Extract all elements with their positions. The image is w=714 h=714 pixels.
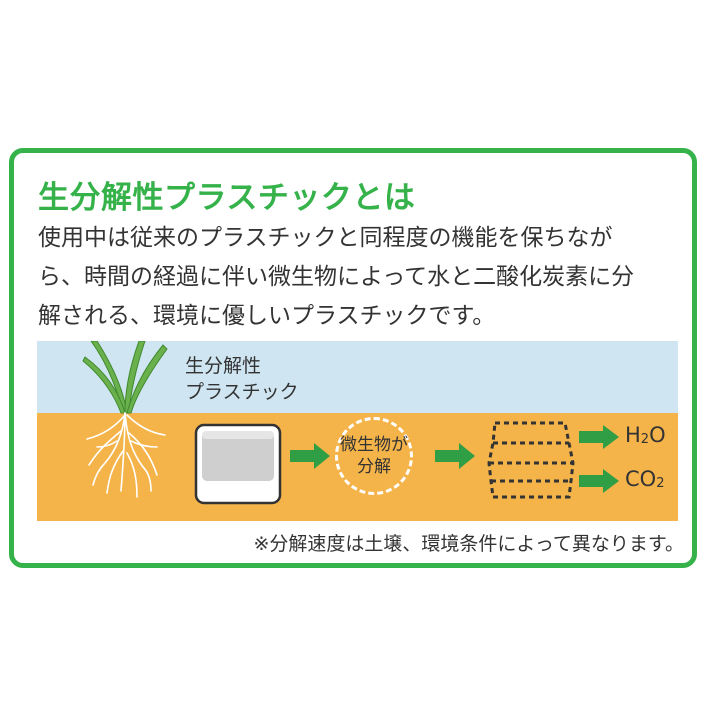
microbe-circle: 微生物が 分解 [335,417,413,495]
arrow-right-icon [290,443,330,469]
decomposed-block-icon [487,421,575,499]
arrow-right-icon [435,443,475,469]
footnote: ※分解速度は土壌、環境条件によって異なります。 [253,533,684,555]
plastic-block-icon [194,423,282,505]
card-title: 生分解性プラスチックとは [38,180,416,216]
co2-label: CO2 [625,467,664,491]
description-line: ら、時間の経過に伴い微生物によって水と二酸化炭素に分 [38,264,635,290]
material-label-line: プラスチック [185,381,299,403]
water-label: H2O [625,423,666,447]
microbe-label-line: 分解 [357,457,391,477]
formula-subscript: 2 [640,432,650,447]
material-label: 生分解性 プラスチック [185,353,299,405]
formula-tail: O [649,423,666,447]
arrow-right-icon [579,469,619,493]
degradation-diagram: 生分解性 プラスチック 微生物が 分解 [37,341,678,521]
material-label-line: 生分解性 [185,355,262,377]
arrow-right-icon [579,425,619,449]
description-line: 解される、環境に優しいプラスチックです。 [38,303,496,329]
description-line: 使用中は従来のプラスチックと同程度の機能を保ちなが [38,225,613,251]
formula-main: H [625,423,641,447]
info-card: 生分解性プラスチックとは 使用中は従来のプラスチックと同程度の機能を保ちなが ら… [9,148,697,568]
description: 使用中は従来のプラスチックと同程度の機能を保ちなが ら、時間の経過に伴い微生物に… [38,219,678,336]
plant-icon [82,341,168,498]
formula-main: CO [625,467,657,491]
microbe-label-line: 微生物が [340,435,408,455]
formula-subscript: 2 [656,476,665,491]
